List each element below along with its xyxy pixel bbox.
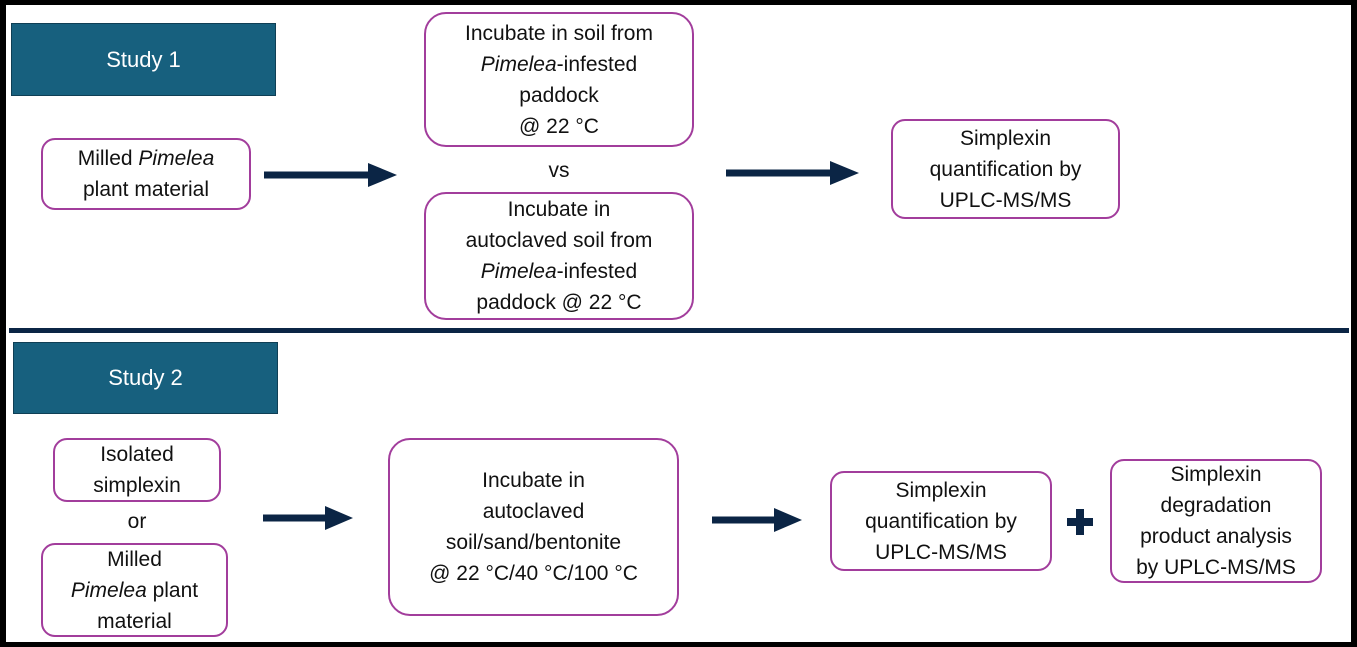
study2-input-a-box: Isolated simplexin: [53, 438, 221, 502]
study1-vs-text: vs: [548, 159, 570, 182]
diagram-canvas: Study 1 Milled Pimelea plant material In…: [6, 5, 1351, 642]
study1-arrow-1: [264, 163, 397, 187]
study1-label: Study 1: [11, 23, 276, 96]
study2-or-text: or: [127, 510, 147, 533]
study2-quant-box: Simplexin quantification by UPLC-MS/MS: [830, 471, 1052, 571]
study1-input-box: Milled Pimelea plant material: [41, 138, 251, 210]
plus-icon: [1067, 509, 1093, 535]
study2-arrow-2: [712, 508, 802, 532]
study1-arrow-2: [726, 161, 859, 185]
study1-output-box: Simplexin quantification by UPLC-MS/MS: [891, 119, 1120, 219]
study-divider: [9, 328, 1349, 333]
study1-option-a-box: Incubate in soil from Pimelea-infested p…: [424, 12, 694, 147]
study1-option-b-box: Incubate in autoclaved soil from Pimelea…: [424, 192, 694, 320]
study2-input-b-box: Milled Pimelea plant material: [41, 543, 228, 637]
study2-arrow-1: [263, 506, 353, 530]
study2-incubate-box: Incubate in autoclaved soil/sand/bentoni…: [388, 438, 679, 616]
study2-degradation-box: Simplexin degradation product analysis b…: [1110, 459, 1322, 583]
study2-label: Study 2: [13, 342, 278, 414]
